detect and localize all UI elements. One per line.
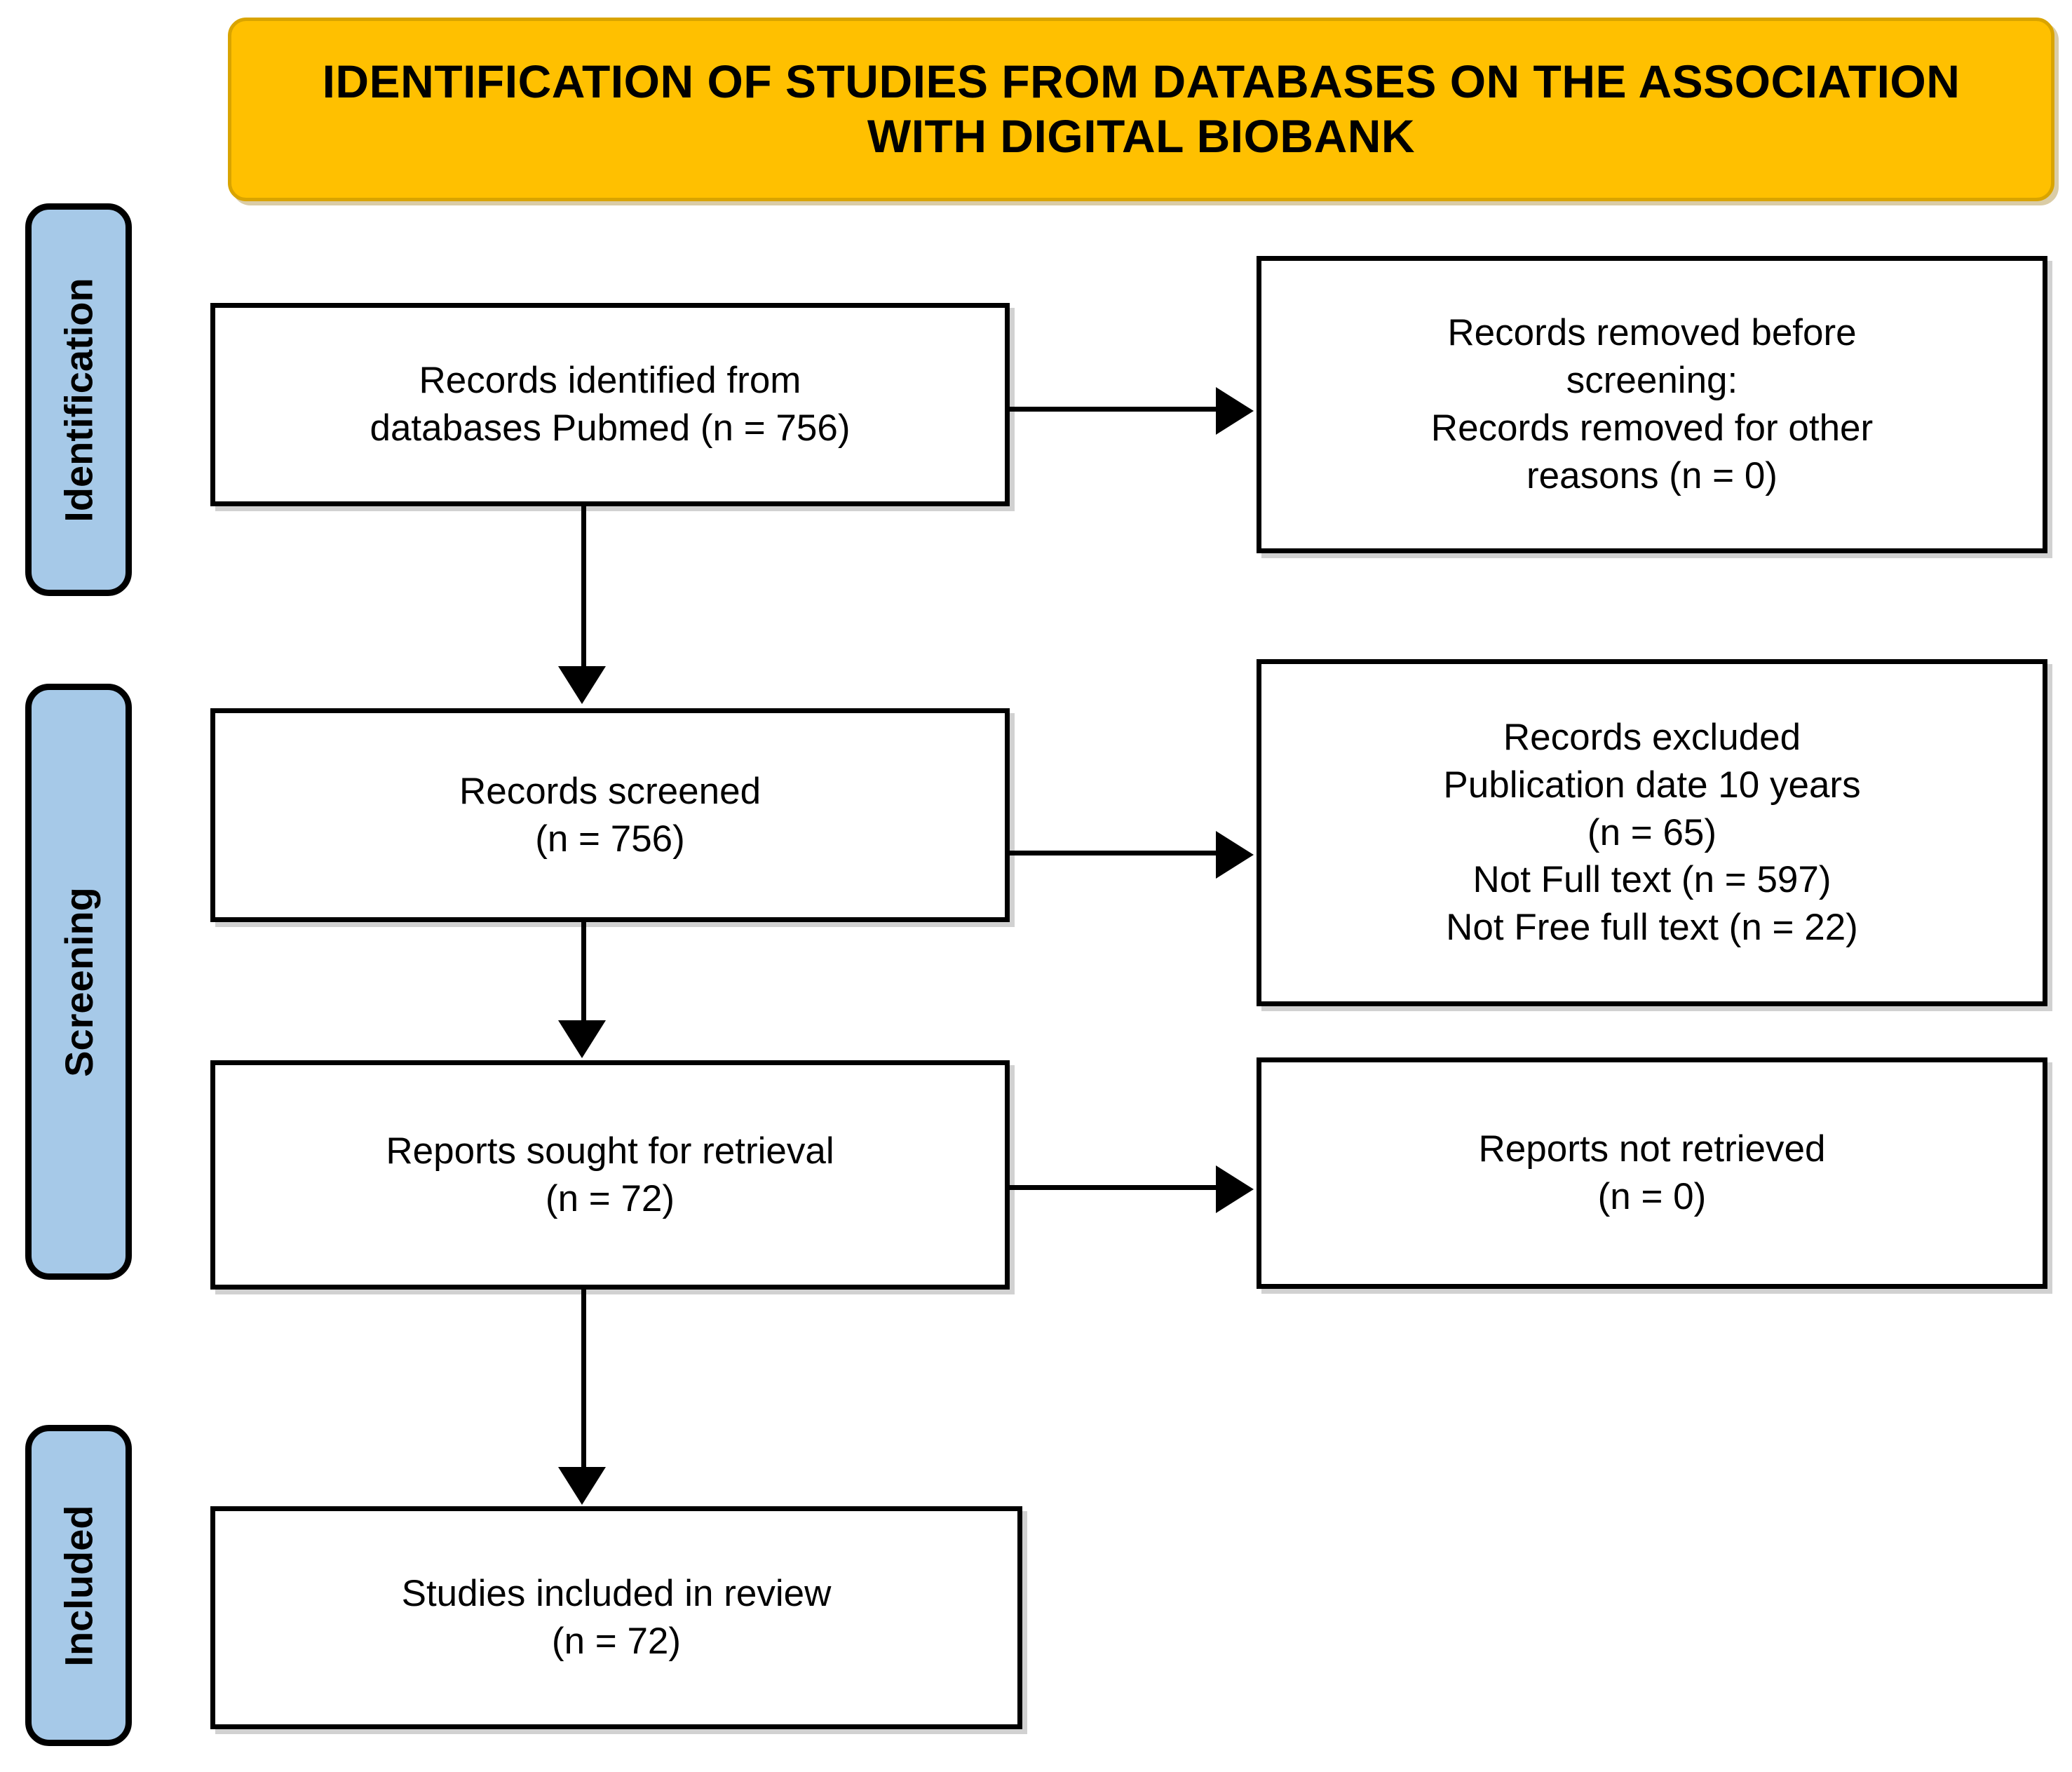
box-studies-included-in-review: Studies included in review (n = 72) <box>210 1506 1022 1729</box>
connector-screened-to-excluded-line <box>1010 851 1217 855</box>
box-records-removed-before-screening-text: Records removed before screening: Record… <box>1430 312 1874 496</box>
box-reports-sought-for-retrieval-text: Reports sought for retrieval (n = 72) <box>386 1130 834 1219</box>
diagram-header-banner: IDENTIFICATION OF STUDIES FROM DATABASES… <box>228 18 2054 201</box>
box-records-identified-text: Records identified from databases Pubmed… <box>370 360 851 449</box>
connector-identified-to-screened-line <box>581 506 586 668</box>
connector-screened-to-sought-line <box>581 922 586 1022</box>
arrow-right-icon-screened-to-excluded <box>1216 831 1254 879</box>
stage-label-screening: Screening <box>25 684 132 1280</box>
box-records-removed-before-screening: Records removed before screening: Record… <box>1257 256 2047 553</box>
box-reports-not-retrieved-text: Reports not retrieved (n = 0) <box>1478 1128 1826 1217</box>
arrow-down-icon-sought-to-included <box>558 1467 606 1505</box>
box-records-screened-text: Records screened (n = 756) <box>459 770 761 860</box>
stage-label-identification: Identification <box>25 203 132 596</box>
box-studies-included-in-review-text: Studies included in review (n = 72) <box>401 1573 832 1662</box>
diagram-title: IDENTIFICATION OF STUDIES FROM DATABASES… <box>322 55 1961 162</box>
connector-identified-to-removed-line <box>1010 407 1217 412</box>
arrow-down-icon-identified-to-screened <box>558 666 606 704</box>
stage-label-included-text: Included <box>56 1504 101 1667</box>
stage-label-included: Included <box>25 1425 132 1746</box>
box-records-excluded-text: Records excluded Publication date 10 yea… <box>1443 716 1861 949</box>
connector-sought-to-not-retrieved-line <box>1010 1185 1217 1190</box>
connector-sought-to-included-line <box>581 1290 586 1468</box>
box-reports-not-retrieved: Reports not retrieved (n = 0) <box>1257 1057 2047 1289</box>
arrow-down-icon-screened-to-sought <box>558 1020 606 1058</box>
arrow-right-icon-identified-to-removed <box>1216 387 1254 435</box>
box-reports-sought-for-retrieval: Reports sought for retrieval (n = 72) <box>210 1060 1010 1290</box>
box-records-screened: Records screened (n = 756) <box>210 708 1010 922</box>
box-records-excluded: Records excluded Publication date 10 yea… <box>1257 659 2047 1006</box>
box-records-identified: Records identified from databases Pubmed… <box>210 303 1010 506</box>
arrow-right-icon-sought-to-not-retrieved <box>1216 1165 1254 1213</box>
stage-label-screening-text: Screening <box>56 886 101 1077</box>
stage-label-identification-text: Identification <box>56 277 101 522</box>
